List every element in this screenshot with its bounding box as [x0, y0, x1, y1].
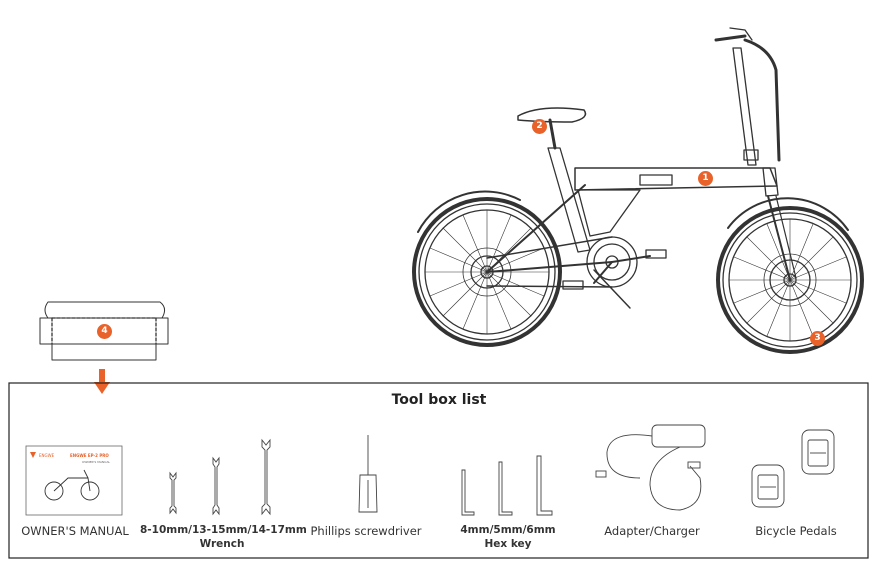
marker-3-wheel: 3 — [810, 331, 825, 346]
toolbox-frame — [8, 382, 869, 559]
screwdriver-icon — [358, 435, 378, 513]
box-illustration — [39, 301, 169, 361]
hexkey-label: 4mm/5mm/6mm — [460, 524, 556, 536]
manual-cover: ENGWE ENGWE EP-2 PRO OWNER'S MANUAL — [25, 445, 123, 516]
charger-label: Adapter/Charger — [604, 524, 700, 538]
wrench-sublabel: Wrench — [199, 538, 245, 550]
marker-1-frame: 1 — [698, 171, 713, 186]
pedals-label: Bicycle Pedals — [755, 524, 837, 538]
down-arrow-icon — [94, 369, 110, 394]
wrench-label: 8-10mm/13-15mm/14-17mm — [140, 524, 307, 536]
marker-4-box: 4 — [97, 324, 112, 339]
hexkey-sublabel: Hex key — [484, 538, 532, 550]
manual-cover-title: ENGWE EP-2 PRO — [70, 453, 109, 458]
hex-key-set-icon — [461, 455, 553, 516]
manual-cover-brand: ENGWE — [39, 453, 55, 458]
toolbox-title: Tool box list — [391, 392, 487, 408]
pedals-icon — [751, 429, 835, 508]
manual-cover-subtitle: OWNER'S MANUAL — [82, 460, 110, 464]
screwdriver-label: Phillips screwdriver — [310, 524, 422, 538]
front-wheel — [716, 206, 864, 354]
marker-2-seat: 2 — [532, 119, 547, 134]
manual-label: OWNER'S MANUAL — [21, 524, 129, 538]
bike-illustration — [412, 27, 864, 354]
wrench-set-icon — [169, 438, 271, 516]
charger-icon — [595, 424, 706, 511]
